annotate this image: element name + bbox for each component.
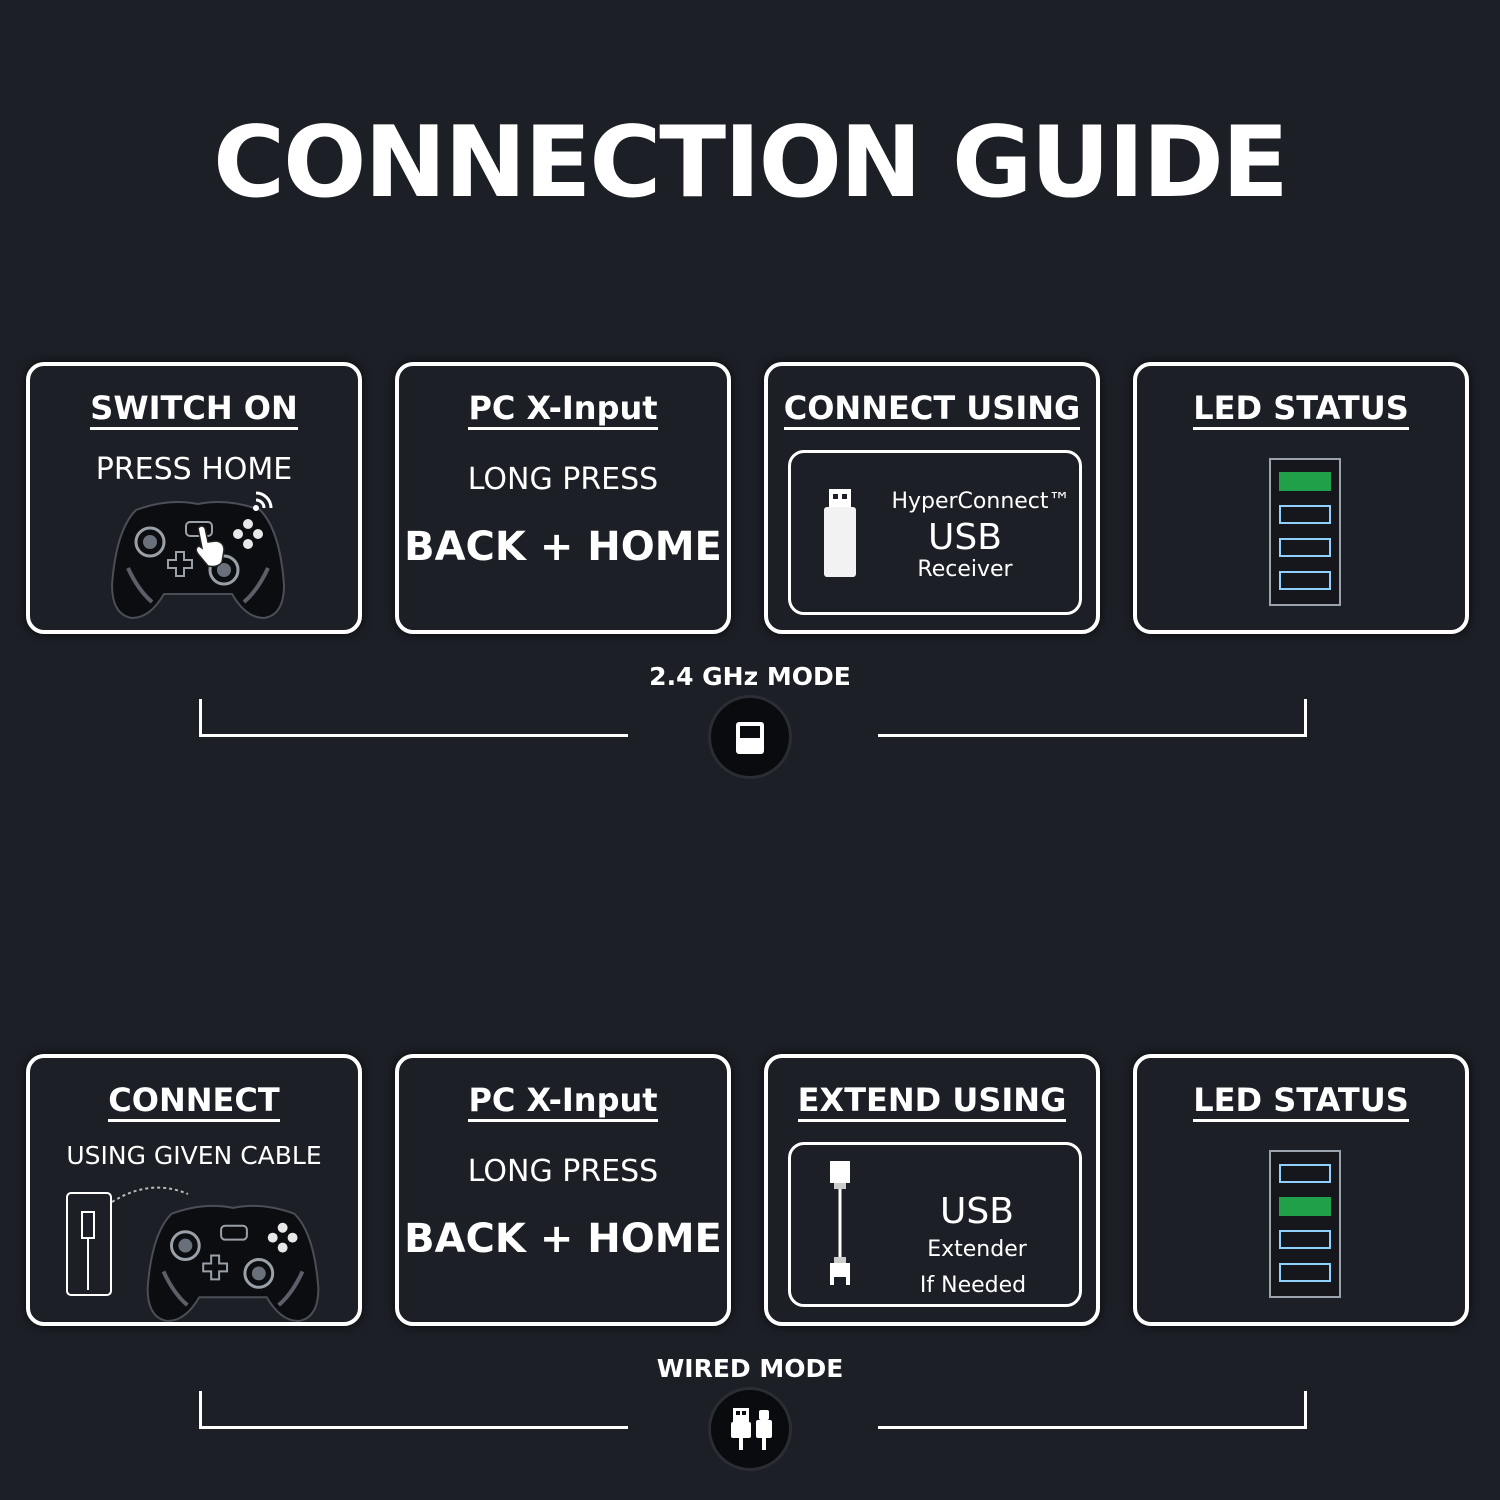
connect-cable-card: CONNECT USING GIVEN CABLE [26,1054,362,1326]
bracket-right [878,699,1307,737]
usb-dongle-icon [824,489,856,577]
led-bar-4 [1279,571,1331,590]
led-bar-4 [1279,1263,1331,1282]
receiver-brand: HyperConnect™ [891,489,1071,514]
page-title: CONNECTION GUIDE [213,106,1289,220]
led-bar-1 [1279,1164,1331,1183]
connect-using-card: CONNECT USING HyperConnect™ USB Receiver [764,362,1100,634]
gamepad-icon [146,1204,320,1323]
led-bar-2 [1279,505,1331,524]
led-status-card: LED STATUS [1133,362,1469,634]
pointer-hand-icon [195,525,225,568]
usb-cable-icon [111,1186,189,1203]
switch-on-card: SWITCH ON PRESS HOME [26,362,362,634]
led-status-title: LED STATUS [1193,389,1409,430]
extender-label: Extender [927,1237,1027,1262]
receiver-box: HyperConnect™ USB Receiver [788,450,1082,615]
led-indicator-wired [1269,1150,1341,1298]
pc-xinput-title: PC X-Input [468,389,658,430]
led-bar-3 [1279,538,1331,557]
receiver-label: Receiver [917,557,1013,582]
led-bar-3 [1279,1230,1331,1249]
usb-receiver-icon [708,695,792,779]
receiver-usb: USB [928,517,1002,558]
bracket-left-wired [199,1391,628,1429]
bracket-left [199,699,628,737]
gamepad-icon [110,501,286,620]
mode-label-wired: WIRED MODE [656,1354,844,1383]
usb-plugs-icon [708,1387,792,1471]
switch-on-title: SWITCH ON [90,389,298,430]
extend-using-card: EXTEND USING USB Extender If Needed [764,1054,1100,1326]
pc-xinput-card: PC X-Input LONG PRESS BACK + HOME [395,362,731,634]
usb-extender-icon [830,1161,850,1285]
phone-icon [66,1192,112,1296]
bracket-right-wired [878,1391,1307,1429]
extend-using-title: EXTEND USING [797,1081,1067,1122]
connect-using-title: CONNECT USING [783,389,1081,430]
mode-label-24ghz: 2.4 GHz MODE [649,662,851,691]
connect-title: CONNECT [108,1081,280,1122]
wifi-signal-icon [253,491,273,511]
pc-xinput-title-wired: PC X-Input [468,1081,658,1122]
button-combo-text-wired: BACK + HOME [404,1216,722,1262]
led-bar-2 [1279,1197,1331,1216]
pc-xinput-card-wired: PC X-Input LONG PRESS BACK + HOME [395,1054,731,1326]
extender-note: If Needed [919,1273,1027,1298]
led-indicator [1269,458,1341,606]
led-status-card-wired: LED STATUS [1133,1054,1469,1326]
led-bar-1 [1279,472,1331,491]
long-press-text: LONG PRESS [467,462,659,497]
using-cable-text: USING GIVEN CABLE [66,1141,322,1170]
led-status-title-wired: LED STATUS [1193,1081,1409,1122]
extender-usb: USB [940,1191,1014,1232]
press-home-text: PRESS HOME [95,452,293,487]
long-press-text-wired: LONG PRESS [467,1154,659,1189]
button-combo-text: BACK + HOME [404,524,722,570]
extender-box: USB Extender If Needed [788,1142,1082,1307]
